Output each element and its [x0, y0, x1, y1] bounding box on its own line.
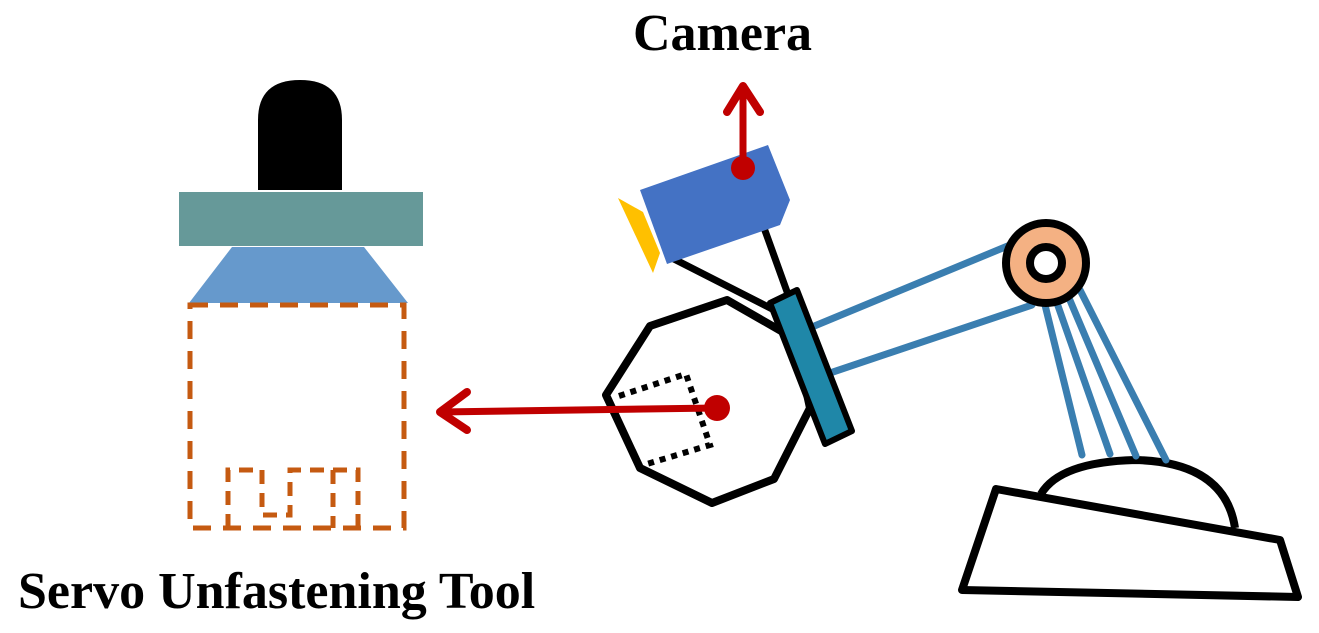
- servo-unfastening-tool: [179, 80, 423, 531]
- joint-inner-hole: [1026, 243, 1066, 283]
- servo-unfastening-tool-label: Servo Unfastening Tool: [18, 563, 536, 620]
- camera-strut-1: [666, 253, 784, 317]
- camera-label: Camera: [633, 5, 813, 62]
- robot-lower-link-2: [1053, 299, 1114, 458]
- tool-motor-cap: [258, 80, 342, 190]
- camera-lens: [618, 198, 660, 273]
- tool-cone: [189, 247, 408, 303]
- robot-upper-link-2: [826, 301, 1036, 377]
- robot-upper-link-1: [808, 241, 1014, 331]
- tool-axis-origin: [704, 395, 730, 421]
- robot-links: [808, 241, 1170, 464]
- tool-mount-plate: [179, 192, 423, 246]
- robot-lower-link-4: [1076, 286, 1170, 464]
- camera-axis-origin: [731, 156, 755, 180]
- tool-workspace-dashed-box: [187, 302, 407, 531]
- tool-axis-arrow: [436, 388, 730, 434]
- camera-axis-head: [723, 82, 764, 116]
- robot-base: [958, 456, 1302, 601]
- tool-axis-shaft: [436, 404, 721, 416]
- camera-axis-arrow: [723, 82, 764, 180]
- robot-lower-link-3: [1065, 294, 1140, 460]
- robot-flange-plate: [767, 287, 855, 447]
- robot-elbow-joint: [1002, 219, 1090, 307]
- tool-servo-outline-dashed: [225, 467, 361, 528]
- camera-bracket: [666, 221, 794, 317]
- camera-strut-2: [759, 221, 794, 304]
- robot-base-dome: [1037, 456, 1239, 529]
- tool-axis-head: [436, 388, 471, 434]
- robot-base-wedge: [958, 485, 1302, 601]
- robot-lower-link-1: [1041, 301, 1086, 459]
- camera: [618, 145, 790, 273]
